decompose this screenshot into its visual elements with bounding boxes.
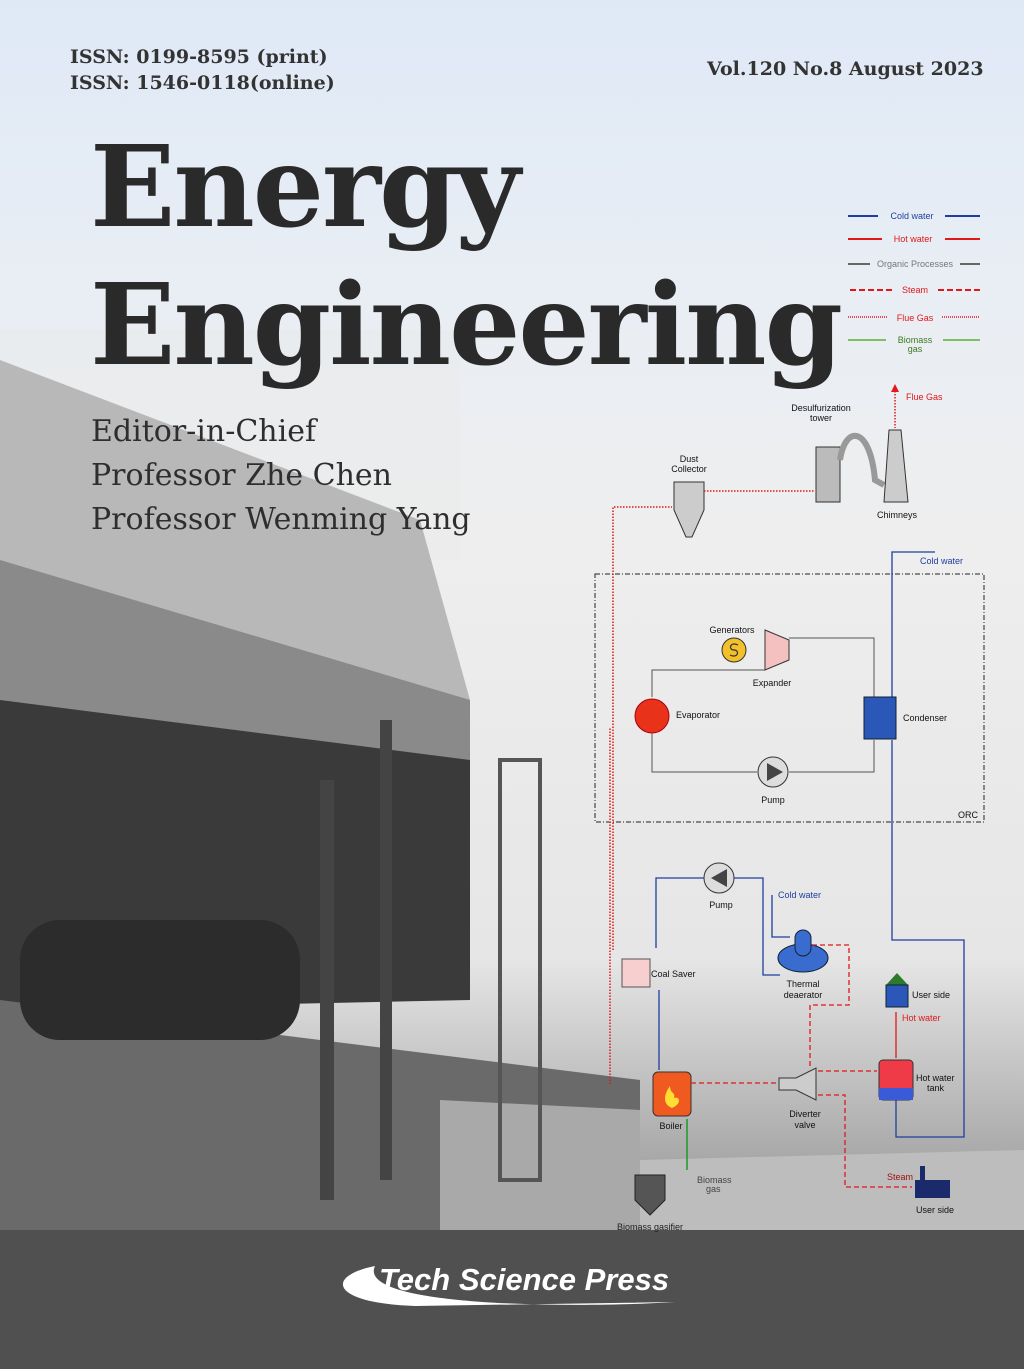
diverter-valve-icon	[778, 1067, 817, 1101]
label-biomass-gas-line2: gas	[706, 1184, 721, 1194]
issn-print: ISSN: 0199-8595 (print)	[70, 46, 328, 68]
journal-title-line1: Energy	[90, 122, 520, 253]
legend-cold-water: Cold water	[890, 211, 933, 221]
label-thermal-deaerator-line2: deaerator	[784, 990, 823, 1000]
legend-biomass-line2: gas	[908, 344, 923, 354]
label-hot-water-tank-line2: tank	[927, 1083, 945, 1093]
journal-title-line2: Engineering	[90, 260, 843, 391]
publisher-name: Tech Science Press	[379, 1262, 670, 1297]
label-desulfurization: Desulfurization	[791, 403, 851, 413]
label-condenser: Condenser	[903, 713, 947, 723]
evaporator-icon	[634, 698, 670, 734]
label-hot-water-tank: Hot water	[916, 1073, 955, 1083]
issn-block: ISSN: 0199-8595 (print) ISSN: 1546-0118(…	[70, 44, 335, 96]
editor-name: Professor Wenming Yang	[91, 502, 471, 537]
factory-icon	[915, 1180, 950, 1198]
legend-flue-gas: Flue Gas	[897, 313, 934, 323]
editors-block: Editor-in-Chief Professor Zhe Chen Profe…	[91, 410, 471, 542]
label-pump-orc: Pump	[761, 795, 785, 805]
condenser-icon	[863, 696, 897, 740]
publisher-swoosh-icon	[342, 1266, 675, 1306]
biomass-gasifier-icon	[634, 1174, 666, 1216]
flame-icon	[665, 1086, 679, 1108]
label-diverter-valve-line2: valve	[794, 1120, 815, 1130]
label-coal-saver: Coal Saver	[651, 969, 696, 979]
label-cold-water: Cold water	[778, 890, 821, 900]
label-expander: Expander	[753, 678, 792, 688]
label-hot-water: Hot water	[902, 1013, 941, 1023]
label-flue-gas: Flue Gas	[906, 392, 943, 402]
label-user-side-top: User side	[912, 990, 950, 1000]
legend-hot-water: Hot water	[894, 234, 933, 244]
editor-name: Professor Zhe Chen	[91, 458, 392, 493]
label-user-side-bottom: User side	[916, 1205, 954, 1215]
orc-boundary	[594, 573, 985, 823]
legend-biomass: Biomass	[898, 335, 933, 345]
legend-organic: Organic Processes	[877, 259, 954, 269]
label-desulfurization-line2: tower	[810, 413, 832, 423]
legend: Cold water Hot water Organic Processes S…	[848, 211, 980, 354]
chimney-icon	[883, 429, 909, 503]
label-steam: Steam	[887, 1172, 913, 1182]
dust-collector-icon	[673, 481, 705, 538]
label-diverter-valve: Diverter	[789, 1109, 821, 1119]
desulfurization-tower-icon	[815, 446, 841, 503]
label-cold-water-top: Cold water	[920, 556, 963, 566]
coal-saver-icon	[621, 958, 651, 988]
publisher-logo: Tech Science Press	[335, 1258, 695, 1310]
label-chimneys: Chimneys	[877, 510, 918, 520]
label-pump: Pump	[709, 900, 733, 910]
label-evaporator: Evaporator	[676, 710, 720, 720]
label-thermal-deaerator: Thermal	[786, 979, 819, 989]
house-icon	[886, 973, 908, 985]
label-biomass-gas: Biomass	[697, 1175, 732, 1185]
issn-online: ISSN: 1546-0118(online)	[70, 72, 335, 94]
expander-icon	[764, 629, 790, 671]
label-generators: Generators	[709, 625, 755, 635]
editor-heading: Editor-in-Chief	[91, 414, 317, 449]
label-biomass-gasifier: Biomass gasifier	[617, 1222, 683, 1232]
label-dust-collector-line2: Collector	[671, 464, 707, 474]
label-orc: ORC	[958, 810, 979, 820]
volume-issue: Vol.120 No.8 August 2023	[707, 58, 984, 80]
label-boiler: Boiler	[659, 1121, 682, 1131]
legend-steam: Steam	[902, 285, 928, 295]
label-dust-collector: Dust	[680, 454, 699, 464]
